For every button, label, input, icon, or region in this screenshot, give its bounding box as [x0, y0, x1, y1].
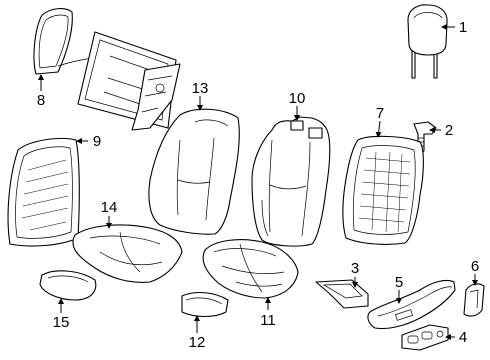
callouts: 1 2 3 4 5 6 7 8 9 10 11 12 13 14 15	[37, 19, 479, 351]
callout-11: 11	[260, 312, 276, 329]
part-8	[33, 8, 93, 75]
callout-9: 9	[93, 133, 101, 150]
callout-8: 8	[37, 92, 45, 109]
callout-5: 5	[395, 274, 403, 291]
callout-1: 1	[459, 19, 467, 36]
leader-lines	[38, 24, 478, 340]
part-4	[401, 324, 449, 351]
part-3	[315, 279, 369, 309]
callout-15: 15	[53, 314, 70, 331]
callout-10: 10	[289, 90, 306, 107]
part-10	[251, 116, 331, 247]
callout-12: 12	[189, 334, 206, 351]
callout-2: 2	[445, 122, 453, 139]
part-11	[202, 239, 299, 299]
part-1	[407, 4, 448, 79]
part-7	[342, 135, 424, 245]
callout-14: 14	[101, 199, 118, 216]
callout-3: 3	[351, 260, 359, 277]
part-6	[463, 283, 485, 317]
part-14	[72, 224, 183, 283]
part-15	[39, 270, 97, 301]
seatback-frame	[77, 31, 181, 131]
callout-13: 13	[192, 80, 209, 97]
part-9	[7, 137, 80, 247]
part-13	[148, 108, 240, 235]
part-5	[367, 279, 456, 330]
callout-4: 4	[459, 329, 467, 346]
part-12	[181, 291, 229, 318]
callout-6: 6	[471, 258, 479, 275]
callout-7: 7	[376, 105, 384, 122]
leader-7	[375, 120, 382, 138]
